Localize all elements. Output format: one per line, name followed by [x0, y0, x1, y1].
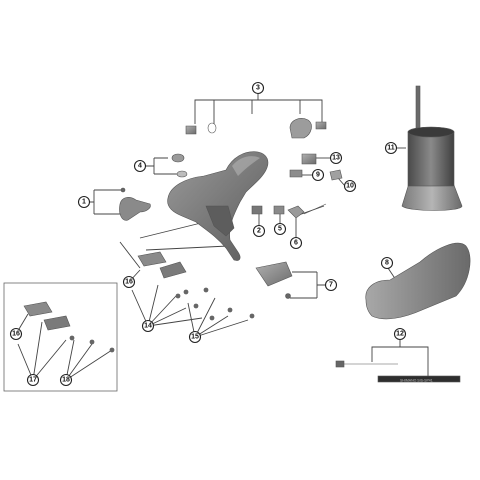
hood-cover-part-8 — [365, 242, 471, 320]
bracket-part-7 — [255, 261, 293, 287]
callout-3: 3 — [251, 81, 265, 95]
screw-14-a — [183, 289, 189, 295]
svg-text:6: 6 — [294, 240, 298, 247]
leader-18 — [65, 339, 113, 381]
ratchet-plate-inset-b — [43, 315, 71, 331]
link-part-6 — [287, 205, 305, 219]
callout-11: 11 — [384, 141, 398, 155]
leader-4 — [145, 157, 178, 175]
screw-14-b — [193, 303, 199, 309]
stopper-part-10 — [329, 169, 343, 181]
cable-end-part-9 — [289, 169, 303, 178]
callout-16-inset: 16 — [9, 327, 23, 341]
callout-9: 9 — [311, 168, 325, 182]
callout-10: 10 — [343, 179, 357, 193]
bolt-part-3 — [185, 125, 197, 135]
svg-text:3: 3 — [256, 85, 260, 92]
inset-box — [3, 282, 118, 392]
outer-casing-part-12 — [377, 375, 461, 383]
screw-15-a — [203, 287, 209, 293]
cap-part-4 — [171, 153, 185, 163]
leader-17 — [17, 321, 67, 381]
svg-text:10: 10 — [346, 183, 354, 190]
svg-text:16: 16 — [125, 279, 133, 286]
cylinder-part-11 — [407, 131, 455, 187]
clamp-bolt-part-3 — [315, 121, 327, 130]
band-clamp-part-3 — [289, 118, 312, 139]
callout-17: 17 — [26, 373, 40, 387]
leader-15 — [187, 297, 249, 338]
callout-1: 1 — [77, 195, 91, 209]
screw-part-1 — [120, 187, 126, 193]
callout-7: 7 — [324, 278, 338, 292]
screw-14-c — [209, 315, 215, 321]
screw-15-d — [175, 293, 181, 299]
svg-text:9: 9 — [316, 172, 320, 179]
ratchet-plate-16-main — [137, 251, 167, 267]
washer-part-4 — [176, 170, 188, 178]
leader-1 — [89, 189, 122, 215]
svg-text:17: 17 — [29, 377, 37, 384]
leader-7 — [290, 271, 325, 299]
o-ring-part-3 — [207, 122, 217, 134]
callout-6: 6 — [289, 236, 303, 250]
ratchet-plate-14 — [159, 261, 187, 279]
leader-12 — [371, 340, 429, 378]
spring-part-2 — [251, 205, 263, 215]
callouts: 1 2 3 4 5 6 7 8 9 10 11 12 13 14 15 16 1… — [9, 81, 407, 387]
svg-text:16: 16 — [12, 331, 20, 338]
svg-text:14: 14 — [144, 323, 152, 330]
callout-5: 5 — [273, 222, 287, 236]
callout-18: 18 — [59, 373, 73, 387]
svg-text:18: 18 — [62, 377, 70, 384]
svg-text:1: 1 — [82, 199, 86, 206]
cable-end-part-12 — [335, 360, 345, 368]
callout-4: 4 — [133, 159, 147, 173]
callout-14: 14 — [141, 319, 155, 333]
svg-text:15: 15 — [191, 334, 199, 341]
rod-part-11 — [415, 85, 421, 131]
shift-lever-blade — [205, 205, 235, 237]
svg-text:4: 4 — [138, 163, 142, 170]
wire-part-6 — [303, 203, 327, 215]
leader-14 — [131, 284, 203, 327]
callout-2: 2 — [252, 224, 266, 238]
svg-text:8: 8 — [385, 260, 389, 267]
leader-lines — [3, 92, 429, 392]
svg-text:12: 12 — [396, 331, 404, 338]
cable-marking: SHIMANO SIS-SP41 — [400, 379, 433, 383]
svg-text:7: 7 — [329, 282, 333, 289]
callout-15: 15 — [188, 330, 202, 344]
callout-16-main: 16 — [122, 275, 136, 289]
parts: SHIMANO SIS-SP41 — [23, 85, 471, 383]
svg-text:2: 2 — [257, 228, 261, 235]
main-lever-highlight — [232, 156, 260, 176]
svg-text:11: 11 — [387, 145, 395, 152]
leader-10 — [337, 177, 346, 187]
screw-15-c — [249, 313, 255, 319]
pin-part-5 — [273, 205, 285, 215]
svg-text:5: 5 — [278, 226, 282, 233]
cone-part-11 — [401, 179, 463, 211]
screw-inset-b — [89, 339, 95, 345]
callout-13: 13 — [329, 151, 343, 165]
screw-part-7 — [285, 293, 291, 299]
screw-inset-c — [109, 347, 115, 353]
callout-12: 12 — [393, 327, 407, 341]
svg-text:13: 13 — [332, 155, 340, 162]
screw-inset-a — [69, 335, 75, 341]
cylinder-top-part-11 — [407, 126, 455, 138]
leader-3 — [194, 92, 323, 124]
callout-8: 8 — [380, 256, 394, 270]
cover-part-1 — [119, 197, 151, 221]
screw-15-b — [227, 307, 233, 313]
leader-cluster-link — [119, 221, 229, 269]
ratchet-plate-16-inset — [23, 301, 53, 317]
adjuster-part-13 — [301, 153, 317, 165]
